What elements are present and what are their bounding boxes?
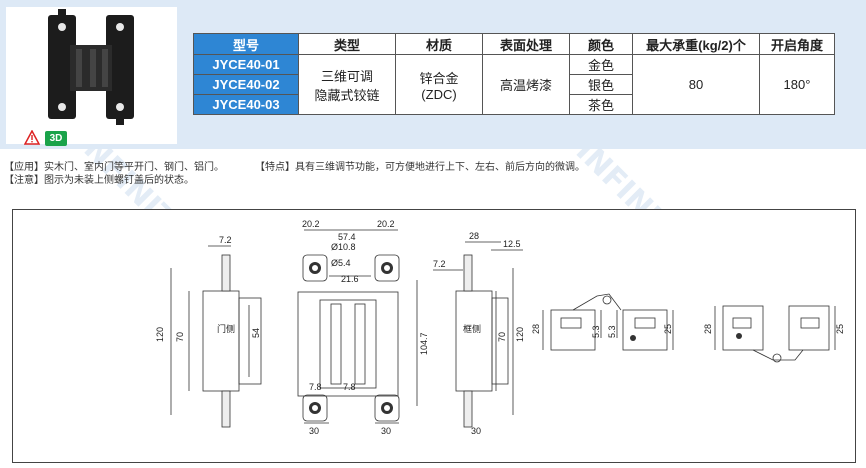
load-cell: 80 [632, 54, 760, 115]
door-side-label: 门侧 [217, 323, 235, 334]
product-photo: 3D [6, 7, 177, 146]
dim-label: 54 [251, 328, 261, 338]
dim-label: 5.3 [591, 325, 601, 338]
col-surface: 表面处理 [482, 33, 570, 55]
col-angle: 开启角度 [759, 33, 835, 55]
technical-drawing: 门侧 框侧 7.2 120 70 54 20.2 57.4 20.2 Ø10.8… [12, 209, 856, 463]
model-cell[interactable]: JYCE40-01 [193, 54, 299, 75]
material-line: 锌合金 [419, 70, 459, 86]
frame-side-label: 框侧 [463, 323, 481, 334]
surface-cell: 高温烤漆 [482, 54, 570, 115]
col-material: 材质 [395, 33, 483, 55]
dim-label: 28 [469, 231, 479, 241]
dim-label: 104.7 [419, 332, 429, 355]
angle-cell: 180° [759, 54, 835, 115]
dim-label: 7.2 [219, 235, 232, 245]
dim-label: 120 [155, 327, 165, 342]
spec-panel: 3D 型号 类型 材质 表面处理 颜色 最大承重(kg/2)个 开启角度 JYC… [0, 0, 866, 149]
dim-label: 5.3 [607, 325, 617, 338]
badge-3d[interactable]: 3D [45, 131, 67, 146]
note-usage: 【应用】实木门、室内门等平开门、钢门、铝门。 [4, 162, 224, 173]
model-cell[interactable]: JYCE40-02 [193, 74, 299, 95]
hinge-photo [48, 9, 134, 125]
type-line: 三维可调 [320, 68, 373, 84]
material-cell: 锌合金 (ZDC) [395, 54, 483, 115]
col-load: 最大承重(kg/2)个 [632, 33, 760, 55]
type-line: 隐藏式铰链 [314, 87, 380, 103]
dim-label: 25 [663, 324, 673, 334]
dim-label: Ø10.8 [331, 242, 356, 252]
material-line: (ZDC) [421, 86, 457, 102]
dim-label: 7.8 [309, 382, 322, 392]
dim-label: 7.8 [343, 382, 356, 392]
warning-icon [24, 130, 40, 145]
dim-label: Ø5.4 [331, 258, 351, 268]
dim-label: 70 [497, 332, 507, 342]
dim-label: 28 [703, 324, 713, 334]
model-cell[interactable]: JYCE40-03 [193, 94, 299, 115]
dim-label: 30 [471, 426, 481, 436]
dim-label: 57.4 [338, 232, 356, 242]
note-caution: 【注意】图示为未装上侧螺钉盖后的状态。 [4, 175, 194, 186]
dim-label: 120 [515, 327, 525, 342]
dim-label: 21.6 [341, 274, 359, 284]
type-cell: 三维可调 隐藏式铰链 [298, 54, 396, 115]
dim-label: 30 [381, 426, 391, 436]
dim-label: 70 [175, 332, 185, 342]
dim-label: 30 [309, 426, 319, 436]
col-color: 颜色 [569, 33, 633, 55]
col-model: 型号 [193, 33, 299, 55]
color-cell: 银色 [569, 74, 633, 95]
color-cell: 金色 [569, 54, 633, 75]
note-feature: 【特点】具有三维调节功能，可方便地进行上下、左右、前后方向的微调。 [255, 162, 585, 173]
dim-label: 20.2 [377, 219, 395, 229]
dim-label: 20.2 [302, 219, 320, 229]
dim-label: 25 [835, 324, 845, 334]
spec-table: 型号 类型 材质 表面处理 颜色 最大承重(kg/2)个 开启角度 JYCE40… [193, 33, 835, 115]
color-cell: 茶色 [569, 94, 633, 115]
dim-label: 12.5 [503, 239, 521, 249]
col-type: 类型 [298, 33, 396, 55]
dim-label: 7.2 [433, 259, 446, 269]
dim-label: 28 [531, 324, 541, 334]
drawing-canvas: 门侧 框侧 7.2 120 70 54 20.2 57.4 20.2 Ø10.8… [155, 219, 845, 436]
